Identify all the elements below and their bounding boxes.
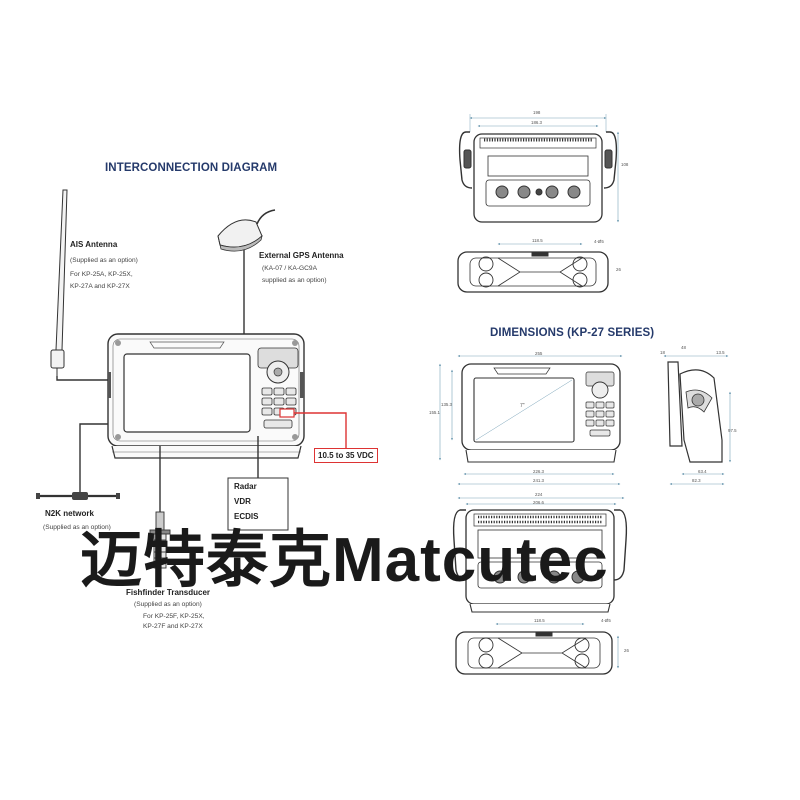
- dimensions-title: DIMENSIONS (KP-27 SERIES): [490, 327, 655, 339]
- ais-antenna-drawing: [50, 189, 68, 376]
- dim-bracket-holes-lower: 4-Ø5: [601, 618, 611, 623]
- dim-front-overall-width: 241.3: [533, 478, 544, 483]
- dim-side-base-depth: 63.4: [698, 469, 707, 474]
- dim-top-height: 108: [621, 162, 629, 167]
- dim-bracket-hole-spacing-lower: 118.5: [534, 618, 545, 623]
- transducer-note: (Supplied as an option): [134, 601, 202, 608]
- n2k-cable: [79, 423, 108, 496]
- dim-side-height: 97.5: [728, 428, 737, 433]
- nmea-device-ecdis: ECDIS: [234, 512, 259, 521]
- transducer-models-2: KP-27F and KP-27X: [143, 623, 203, 630]
- transducer-models-1: For KP-25F, KP-25X,: [143, 613, 205, 620]
- ais-antenna-note: (Supplied as an option): [70, 257, 138, 264]
- dim-bracket-hole-spacing-upper: 118.5: [532, 238, 543, 243]
- dim-bracket-depth-upper: 26: [616, 267, 621, 272]
- bracket-top-view-lower: [455, 622, 620, 675]
- dim-bracket-holes-upper: 4-Ø5: [594, 239, 604, 244]
- dim-side-rear-offset: 13.5: [716, 350, 725, 355]
- n2k-network-note: (Supplied as an option): [43, 524, 111, 531]
- ais-antenna-models-2: KP-27A and KP-27X: [70, 283, 130, 290]
- ais-antenna-title: AIS Antenna: [70, 240, 118, 249]
- dim-bracket-depth-lower: 26: [624, 648, 629, 653]
- dim-bottom-width-outer: 224: [535, 492, 543, 497]
- transducer-drawing: [149, 511, 171, 569]
- dim-front-base-width: 226.3: [533, 469, 544, 474]
- gps-antenna-drawing: [217, 209, 276, 252]
- rear-view-unit-bottom: [452, 496, 628, 613]
- dim-side-overall-depth: 82.3: [692, 478, 701, 483]
- dim-front-width: 255: [535, 351, 543, 356]
- dim-screen-size: 7": [520, 403, 525, 409]
- ais-antenna-models-1: For KP-25A, KP-25X,: [70, 271, 133, 278]
- dim-side-front-depth: 18: [660, 350, 665, 355]
- side-view-unit: [663, 354, 732, 486]
- ais-cable: [56, 376, 108, 381]
- dim-front-height-inner: 135.3: [441, 402, 452, 407]
- nmea-device-vdr: VDR: [234, 497, 251, 506]
- n2k-backbone-drawing: [36, 492, 120, 500]
- dim-side-top-depth: 48: [681, 345, 686, 350]
- front-view-unit: [438, 354, 623, 486]
- transducer-title: Fishfinder Transducer: [126, 588, 211, 597]
- dim-top-width-outer: 198: [533, 110, 541, 115]
- interconnection-title: INTERCONNECTION DIAGRAM: [105, 162, 278, 174]
- nmea-device-radar: Radar: [234, 482, 257, 491]
- dim-front-height-outer: 155.1: [429, 410, 440, 415]
- gps-antenna-title: External GPS Antenna: [259, 251, 344, 260]
- brand-watermark: 迈特泰克Matcutec: [80, 526, 609, 595]
- power-cable: [294, 412, 347, 448]
- dim-bottom-width-inner: 206.6: [533, 500, 544, 505]
- display-unit-drawing: [107, 333, 305, 459]
- gps-antenna-note: supplied as an option): [262, 277, 327, 284]
- bracket-top-view-upper: [457, 242, 609, 293]
- power-supply-label: 10.5 to 35 VDC: [314, 448, 378, 463]
- nmea-device-box: [227, 477, 289, 531]
- dim-top-width-inner: 186.3: [531, 120, 542, 125]
- rear-view-unit-top: [458, 114, 620, 223]
- n2k-network-title: N2K network: [45, 509, 94, 518]
- gps-antenna-models: (KA-07 / KA-GC9A: [262, 265, 317, 272]
